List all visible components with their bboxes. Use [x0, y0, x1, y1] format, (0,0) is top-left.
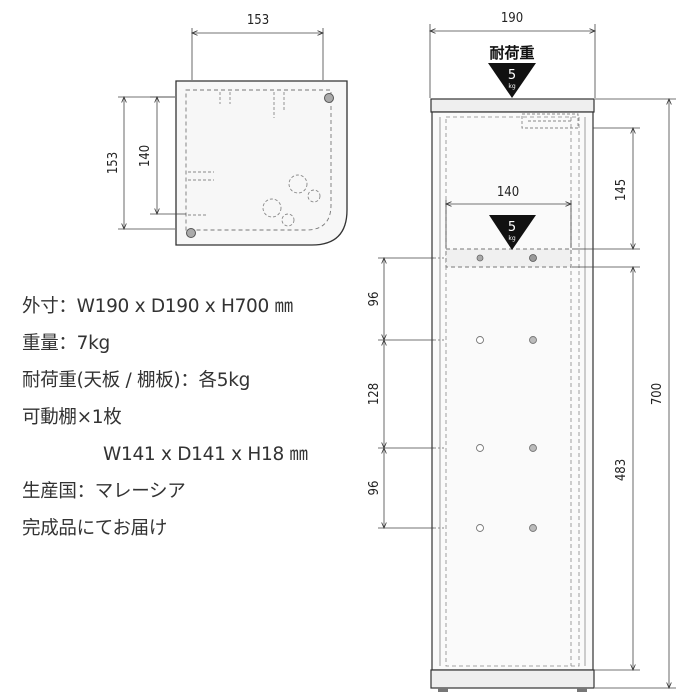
screw-bottom-left [186, 228, 196, 238]
shelf-pin-holes [476, 336, 537, 532]
top-inner-label: 140 [138, 145, 153, 167]
front-width-label: 190 [501, 11, 523, 26]
svg-text:5: 5 [508, 68, 516, 83]
top-plate [430, 98, 595, 113]
shelf-width-label: 140 [497, 185, 519, 200]
spec-delivery: 完成品にてお届け [22, 518, 168, 539]
screw-top-right [324, 93, 334, 103]
spec-load: 耐荷重(天板 / 棚板)：各5kg [22, 370, 251, 391]
shelf-load-badge: 5 kg [489, 215, 536, 250]
lower-section-label: 483 [614, 459, 629, 481]
top-hardware [521, 113, 579, 129]
load-title: 耐荷重 [489, 44, 534, 62]
cabinet-inner [445, 116, 580, 667]
top-view: 153 153 140 [106, 13, 348, 246]
svg-text:kg: kg [508, 235, 515, 242]
height-label: 700 [650, 383, 665, 405]
svg-text:5: 5 [508, 220, 516, 235]
spec-origin: 生産国：マレーシア [22, 481, 186, 502]
base-plate [430, 669, 595, 689]
spec-list: 外寸：W190 x D190 x H700 ㎜ 重量：7kg 耐荷重(天板 / … [22, 288, 352, 547]
movable-shelf [445, 248, 572, 268]
spec-dimensions: 外寸：W190 x D190 x H700 ㎜ [22, 296, 293, 317]
top-view-inner-frame [185, 89, 332, 231]
top-load-badge: 5 kg [488, 63, 536, 98]
top-section-label: 145 [614, 179, 629, 201]
spec-shelf-count: 可動棚×1枚 [22, 407, 122, 428]
pitch-label-3: 96 [367, 481, 382, 496]
spec-shelf-size: W141 x D141 x H18 ㎜ [103, 444, 308, 465]
top-width-label: 153 [247, 13, 269, 28]
pitch-label-1: 96 [367, 292, 382, 307]
spec-weight: 重量：7kg [22, 333, 110, 354]
pitch-label-2: 128 [367, 383, 382, 405]
top-view-hardware [188, 92, 321, 227]
top-depth-label: 153 [106, 152, 121, 174]
svg-text:kg: kg [508, 83, 515, 90]
top-view-outline [175, 80, 348, 246]
front-view: 190 耐荷重 5 kg 5 [367, 11, 676, 692]
